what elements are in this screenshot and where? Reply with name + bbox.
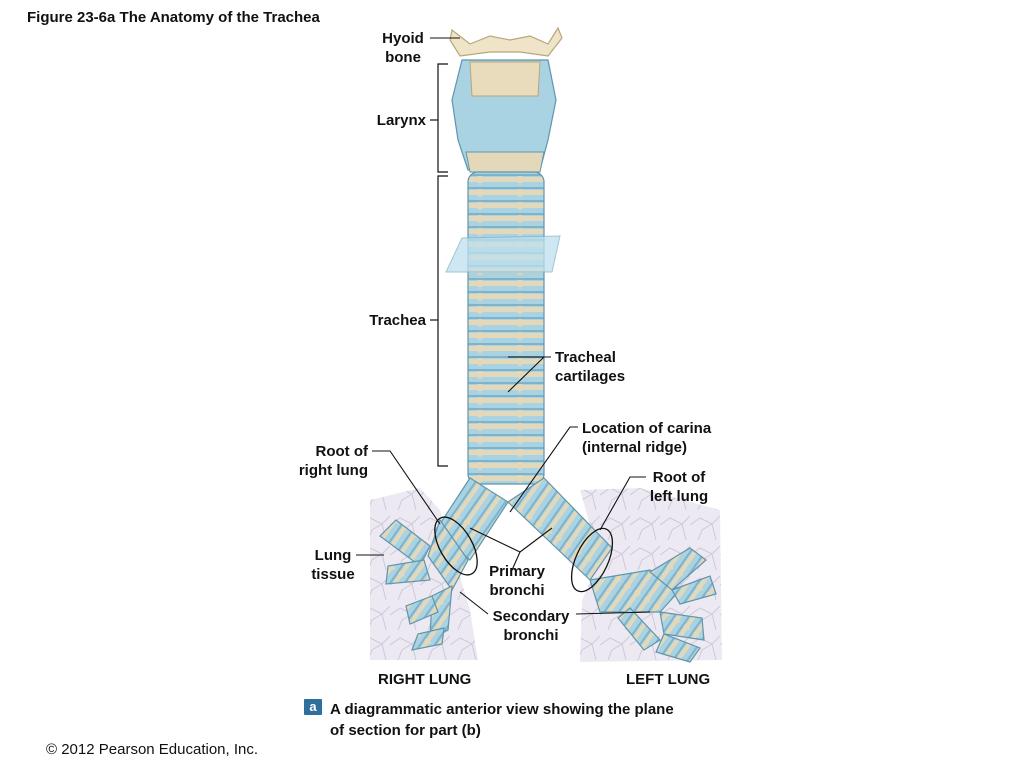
label-secondary-bronchi-line2: bronchi <box>503 627 559 644</box>
label-hyoid-bone: Hyoid bone <box>378 29 428 67</box>
label-tracheal-cartilages-line1: Tracheal <box>555 349 616 366</box>
label-lung-tissue-line1: Lung <box>314 547 352 564</box>
label-primary-bronchi-line1: Primary <box>489 563 545 580</box>
caption-badge: a <box>304 699 322 715</box>
leader-lines <box>356 37 651 615</box>
copyright: © 2012 Pearson Education, Inc. <box>46 741 259 758</box>
label-hyoid-bone-line1: Hyoid <box>382 30 424 47</box>
label-root-right-lung-line2: right lung <box>298 462 368 479</box>
label-tracheal-cartilages-line2: cartilages <box>555 368 626 385</box>
caption-line2: of section for part (b) <box>330 722 481 739</box>
trachea-bracket <box>430 175 448 467</box>
label-tracheal-cartilages: Tracheal cartilages <box>555 348 625 386</box>
left-bronchial-tree <box>589 547 717 663</box>
figure-title: Figure 23-6a The Anatomy of the Trachea <box>27 9 320 26</box>
label-secondary-bronchi-line1: Secondary <box>492 608 570 625</box>
caption-line1: A diagrammatic anterior view showing the… <box>330 701 674 718</box>
root-left-lung-outline <box>570 527 614 593</box>
label-primary-bronchi: Primary bronchi <box>484 562 550 600</box>
label-carina-line2: (internal ridge) <box>582 439 688 456</box>
label-lung-tissue: Lung tissue <box>304 546 362 584</box>
label-trachea: Trachea <box>369 312 426 329</box>
label-root-left-lung-line2: left lung <box>649 488 709 505</box>
label-lung-tissue-line2: tissue <box>311 566 355 583</box>
label-secondary-bronchi: Secondary bronchi <box>488 607 574 645</box>
label-primary-bronchi-line2: bronchi <box>489 582 545 599</box>
label-carina: Location of carina (internal ridge) <box>582 419 711 457</box>
label-root-right-lung-line1: Root of <box>315 443 368 460</box>
caption: A diagrammatic anterior view showing the… <box>330 699 674 741</box>
right-bronchial-tree <box>379 518 469 651</box>
hyoid-bone-shape <box>449 26 563 57</box>
trachea-shape <box>467 171 545 485</box>
label-hyoid-bone-line2: bone <box>385 49 421 66</box>
label-larynx: Larynx <box>376 112 426 129</box>
label-carina-line1: Location of carina <box>582 420 712 437</box>
larynx-bracket <box>430 63 448 173</box>
right-lung-title: RIGHT LUNG <box>378 671 472 688</box>
section-plane <box>445 235 561 273</box>
label-root-left-lung: Root of left lung <box>648 468 710 506</box>
left-lung-title: LEFT LUNG <box>626 671 711 688</box>
label-root-left-lung-line1: Root of <box>652 469 706 486</box>
root-right-lung-outline <box>434 516 478 576</box>
label-root-right-lung: Root of right lung <box>280 442 368 480</box>
larynx-shape <box>451 59 557 173</box>
